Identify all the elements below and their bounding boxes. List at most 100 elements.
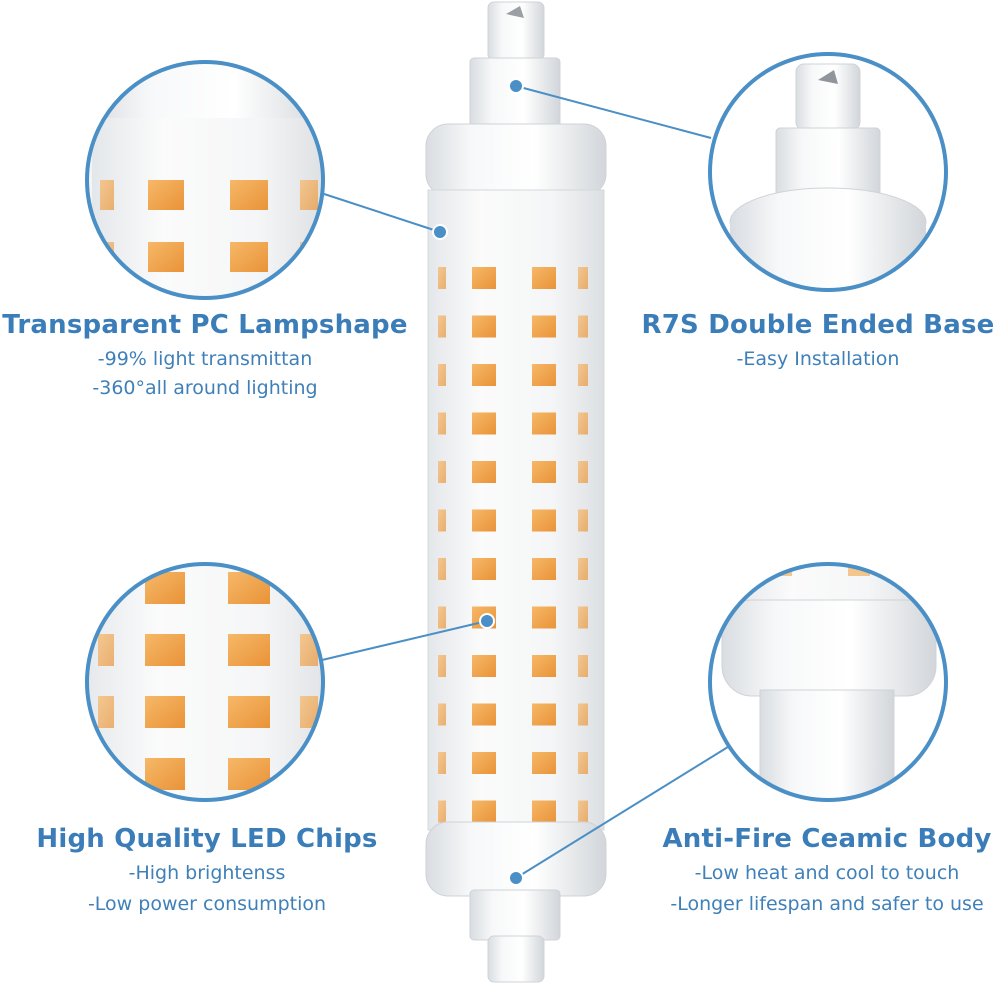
zoom-body [708, 562, 948, 802]
led-chip [228, 696, 270, 728]
lampshade-title: Transparent PC Lampshape [2, 310, 408, 340]
led-chip [438, 315, 446, 338]
line-body [515, 741, 737, 879]
zoom-chips [85, 562, 325, 802]
chips-line-1: -High brightenss [128, 862, 286, 884]
chips-line-2: -Low power consumption [87, 893, 327, 915]
led-chip [438, 364, 446, 386]
zoom-base [708, 52, 948, 292]
led-chip [98, 696, 114, 728]
led-chip [438, 800, 446, 823]
dot-base [508, 78, 524, 94]
led-chip [300, 180, 318, 210]
led-chip [578, 655, 588, 677]
led-chip [438, 606, 446, 629]
led-chip [472, 315, 496, 338]
base-line-1: -Easy Installation [736, 348, 900, 370]
led-chip [472, 800, 496, 823]
led-chip [300, 634, 318, 666]
line-lampshade [317, 191, 441, 233]
led-chip [578, 752, 588, 774]
callout-lines [317, 85, 737, 879]
led-chip [532, 461, 556, 483]
line-chips [321, 620, 488, 661]
led-chip [532, 558, 556, 580]
led-chip [438, 703, 446, 726]
led-chip [578, 558, 588, 580]
bottom-pin [487, 935, 545, 983]
led-chip [230, 180, 268, 210]
led-chip [532, 509, 556, 532]
led-chip [578, 412, 588, 435]
led-chip [438, 558, 446, 580]
led-chip [438, 509, 446, 532]
led-chip [532, 364, 556, 386]
led-chip [145, 634, 185, 666]
chips-title: High Quality LED Chips [36, 824, 378, 854]
led-chip [98, 634, 114, 666]
dot-body [508, 870, 524, 886]
led-chip [578, 315, 588, 338]
led-chip [532, 703, 556, 726]
led-chip [532, 267, 556, 289]
lampshade-line-2: -360°all around lighting [92, 377, 318, 399]
led-chip-grid [438, 267, 588, 823]
led-chip [300, 696, 318, 728]
led-chip [228, 572, 270, 604]
led-chip [532, 752, 556, 774]
led-chip [472, 509, 496, 532]
led-chip [228, 634, 270, 666]
led-chip [145, 696, 185, 728]
led-chip [472, 461, 496, 483]
base-title: R7S Double Ended Base [641, 310, 995, 340]
led-chip [300, 572, 318, 604]
led-chip [472, 752, 496, 774]
body-line-1: -Low heat and cool to touch [694, 862, 960, 884]
led-chip [472, 558, 496, 580]
bottom-base-block [469, 889, 561, 941]
body-title: Anti-Fire Ceamic Body [662, 824, 992, 854]
led-chip [578, 267, 588, 289]
dot-lampshade [432, 224, 448, 240]
led-chip [578, 703, 588, 726]
led-chip [438, 461, 446, 483]
lampshade-line-1: -99% light transmittan [97, 348, 313, 370]
led-chip [230, 242, 268, 272]
led-chip [578, 509, 588, 532]
led-chip [472, 703, 496, 726]
led-chip [148, 180, 184, 210]
led-chip [578, 364, 588, 386]
led-chip [532, 606, 556, 629]
led-chip [98, 758, 114, 790]
led-chip [145, 758, 185, 790]
led-chip [472, 655, 496, 677]
callout-dots [432, 78, 524, 886]
lamp [425, 1, 607, 983]
led-chip [472, 267, 496, 289]
led-chip [438, 752, 446, 774]
led-chip [438, 267, 446, 289]
led-chip [438, 412, 446, 435]
led-chip [532, 315, 556, 338]
led-chip [438, 655, 446, 677]
led-chip [100, 180, 114, 210]
line-base [515, 85, 712, 139]
zoom-lampshade [85, 60, 325, 300]
lamp-tube [427, 189, 605, 831]
led-chip [472, 412, 496, 435]
dot-chips [479, 613, 495, 629]
led-chip [532, 655, 556, 677]
led-chip [578, 800, 588, 823]
led-chip [532, 800, 556, 823]
led-chip [300, 758, 318, 790]
led-chip [98, 572, 114, 604]
top-cap [425, 123, 607, 197]
led-chip [578, 606, 588, 629]
led-chip [532, 412, 556, 435]
led-chip [578, 461, 588, 483]
led-chip [472, 364, 496, 386]
top-contact [506, 6, 524, 18]
led-chip [148, 242, 184, 272]
